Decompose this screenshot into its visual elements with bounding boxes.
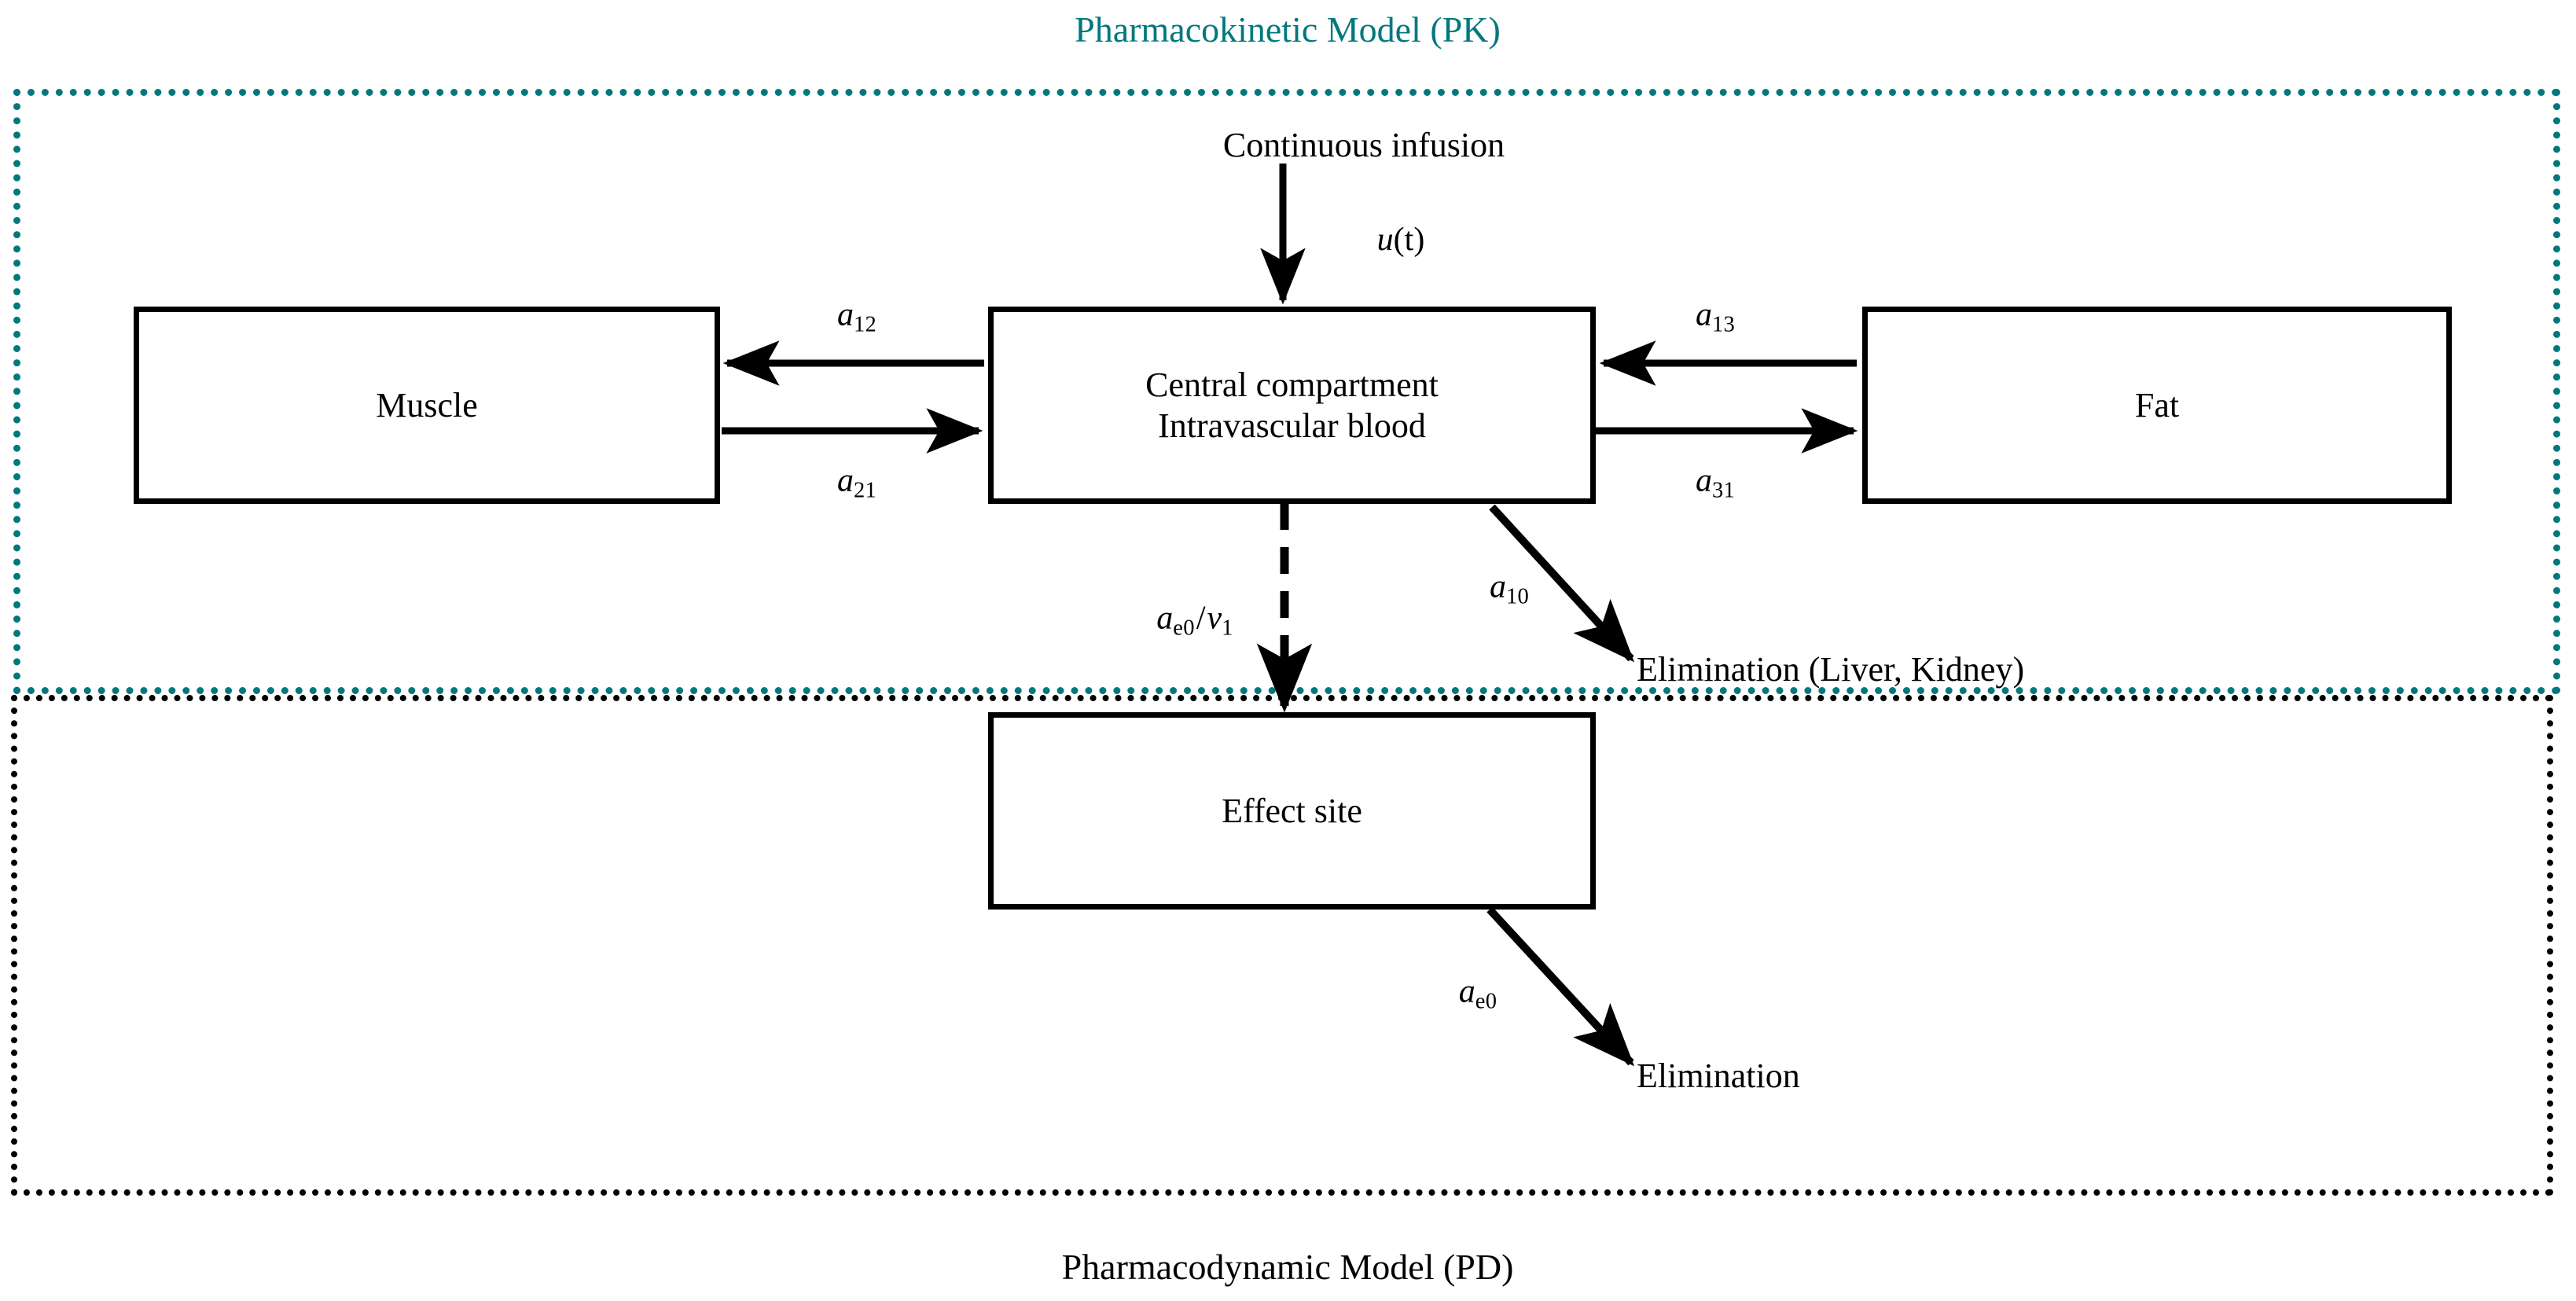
compartment-fat[interactable]: Fat	[1862, 307, 2452, 504]
compartment-central-label: Central compartment Intravascular blood	[1145, 365, 1439, 447]
pk-model-title: Pharmacokinetic Model (PK)	[1075, 9, 1501, 50]
rate-label-a12: a12	[837, 299, 876, 337]
rate-label-ae0-sub: e0	[1475, 989, 1497, 1014]
compartment-effect-site[interactable]: Effect site	[988, 712, 1596, 910]
compartment-muscle[interactable]: Muscle	[134, 307, 720, 504]
pd-model-title: Pharmacodynamic Model (PD)	[1061, 1247, 1514, 1287]
rate-label-input: u(t)	[1377, 223, 1425, 256]
rate-label-a31: a31	[1696, 465, 1735, 503]
node-elimination-effect-site: Elimination	[1637, 1057, 1800, 1095]
node-continuous-infusion: Continuous infusion	[1222, 126, 1505, 164]
rate-label-ae0-over-v1-den-sub: 1	[1222, 616, 1233, 641]
edge-central-to-elimination-pk	[1489, 504, 1635, 663]
rate-label-input-base: u	[1376, 222, 1394, 258]
rate-label-a13: a13	[1696, 299, 1735, 337]
rate-label-ae0-over-v1-base: a	[1156, 600, 1174, 637]
compartment-muscle-label: Muscle	[376, 386, 478, 424]
compartment-central[interactable]: Central compartment Intravascular blood	[988, 307, 1596, 504]
rate-label-ae0-over-v1: ae0/v1	[1156, 602, 1233, 641]
rate-label-ae0-over-v1-sub: e0	[1173, 616, 1195, 641]
rate-label-ae0: ae0	[1459, 976, 1497, 1014]
rate-label-a12-base: a	[836, 296, 854, 333]
rate-label-a12-sub: 12	[853, 312, 877, 337]
rate-label-input-paren: (t)	[1393, 222, 1425, 258]
rate-label-a31-base: a	[1695, 462, 1712, 499]
rate-label-ae0-over-v1-slash: /	[1196, 600, 1206, 637]
rate-label-a10-base: a	[1489, 568, 1506, 605]
node-elimination-liver-kidney: Elimination (Liver, Kidney)	[1637, 650, 2025, 689]
compartment-fat-label: Fat	[2134, 386, 2180, 424]
rate-label-a10: a10	[1490, 571, 1529, 609]
rate-label-ae0-base: a	[1458, 973, 1475, 1010]
rate-label-a13-base: a	[1695, 296, 1712, 333]
rate-label-ae0-over-v1-den-base: v	[1207, 600, 1222, 637]
rate-label-a31-sub: 31	[1711, 478, 1736, 503]
rate-label-a13-sub: 13	[1711, 312, 1736, 337]
rate-label-a21-base: a	[836, 462, 854, 499]
compartment-effect-site-label: Effect site	[1222, 792, 1362, 830]
edge-effect-site-to-elimination-pd	[1486, 906, 1635, 1067]
compartment-central-label-line1: Central compartment	[1145, 365, 1439, 404]
rate-label-a21-sub: 21	[853, 478, 877, 503]
rate-label-a10-sub: 10	[1505, 584, 1530, 609]
rate-label-a21: a21	[837, 465, 876, 503]
compartment-central-label-line2: Intravascular blood	[1158, 406, 1426, 445]
